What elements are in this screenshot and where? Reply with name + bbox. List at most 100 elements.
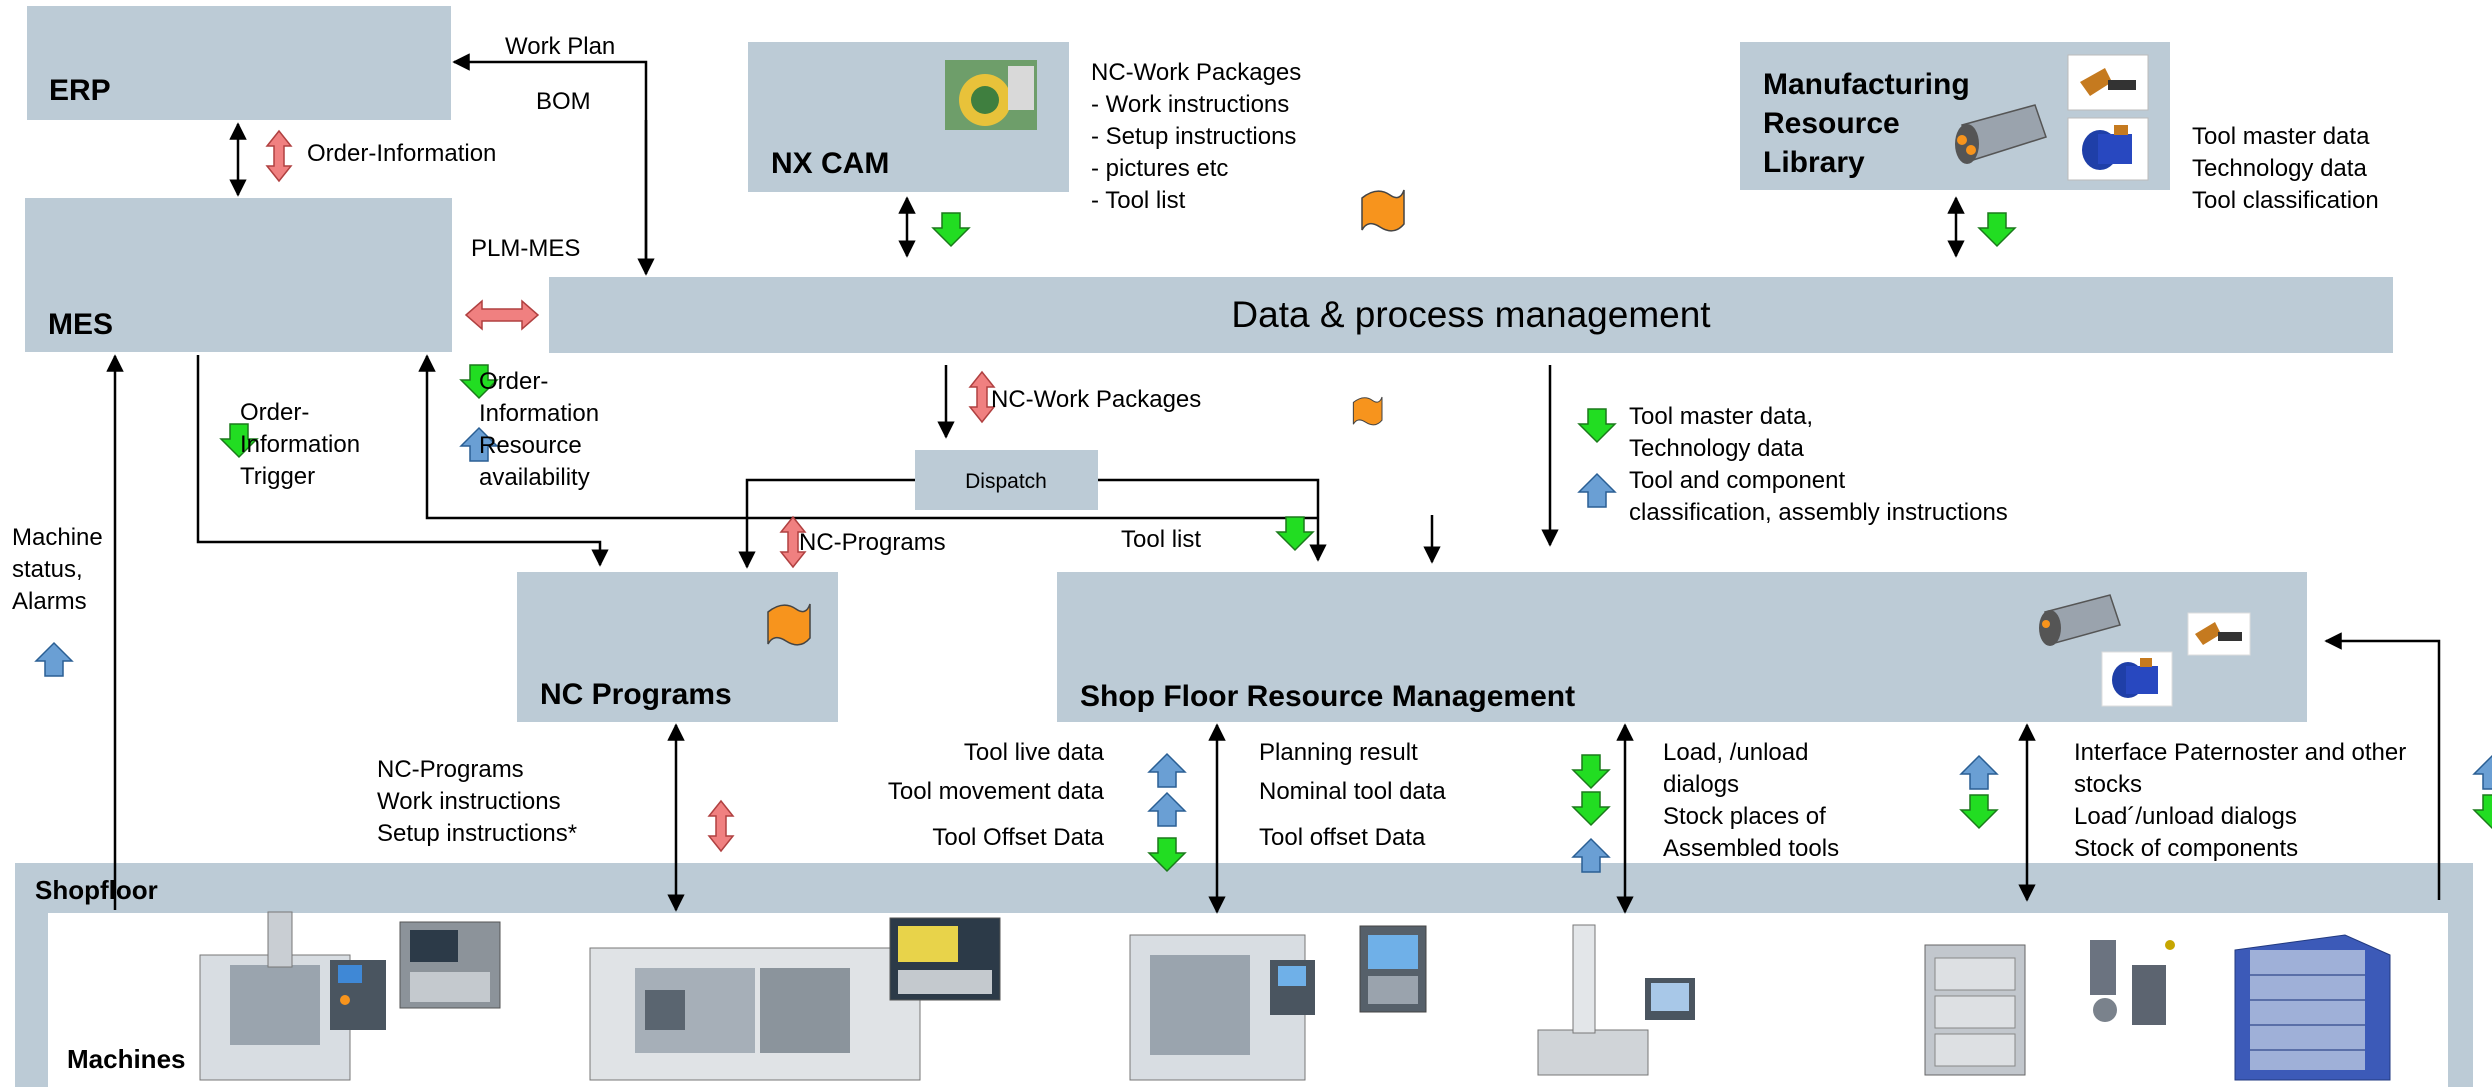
list-item: Tool master data, <box>1629 403 1813 430</box>
list-item: Resource <box>479 432 582 459</box>
load-dialog-green-arrow <box>1960 794 1998 829</box>
list-item: - pictures etc <box>1091 155 1228 182</box>
list-item: NC-Work Packages <box>1091 59 1301 86</box>
list-item: stocks <box>2074 771 2142 798</box>
order-information-label: Order-Information <box>307 140 496 167</box>
tool-holder-icon <box>2101 651 2173 707</box>
order-information-red-arrow <box>266 130 292 182</box>
nx-cam-title: NX CAM <box>771 147 889 180</box>
mes-trigger-label: Order- Information Trigger <box>240 399 360 490</box>
planning-result-green-arrow <box>1572 754 1610 789</box>
list-item: - Work instructions <box>1091 91 1289 118</box>
list-item: Planning result <box>1259 739 1418 766</box>
interface-blue-arrow <box>2473 755 2492 790</box>
work-package-small-icon <box>1352 396 1383 426</box>
erp-title: ERP <box>49 74 111 107</box>
lathe-machine-icon <box>589 917 1001 1081</box>
mrl-title-line2: Resource <box>1763 107 1900 140</box>
mes-feedback-label: Order- Information Resource availability <box>479 368 599 491</box>
nx-cam-green-arrow <box>932 212 970 247</box>
shop-floor-resource-management-title: Shop Floor Resource Management <box>1080 680 1575 713</box>
mrl-title-line3: Library <box>1763 146 1865 179</box>
list-item: Nominal tool data <box>1259 778 1446 805</box>
mes-title: MES <box>48 308 113 341</box>
list-item: Load, /unload <box>1663 739 1808 766</box>
list-item: Setup instructions* <box>377 820 577 847</box>
tool-list-label: Tool list <box>1121 526 1201 553</box>
tool-flows-labels: Tool live data Tool movement data Tool O… <box>888 739 1105 851</box>
plm-mes-red-arrow <box>465 300 539 330</box>
tool-movement-blue-arrow <box>1148 792 1186 827</box>
planning-flows-labels: Planning result Nominal tool data Tool o… <box>1259 739 1446 851</box>
list-item: classification, assembly instructions <box>1629 499 2008 526</box>
data-process-management-title: Data & process management <box>1231 294 1711 335</box>
milling-tool-icon <box>2039 594 2121 646</box>
dispatch-title: Dispatch <box>965 470 1047 493</box>
nc-work-packages-label: NC-Work Packages <box>991 386 1201 413</box>
list-item: Tool Offset Data <box>932 824 1104 851</box>
nc-programs-title: NC Programs <box>540 678 732 711</box>
list-item: Tool master data <box>2192 123 2370 150</box>
list-item: Order- <box>240 399 309 426</box>
data-process-management-bar <box>549 277 2393 353</box>
shopfloor-title: Shopfloor <box>35 875 158 905</box>
erp-box <box>27 6 451 120</box>
tool-master-green-arrow <box>1578 408 1616 443</box>
load-block-labels: Load, /unload dialogs Stock places of As… <box>1663 739 1839 862</box>
machining-center-icon <box>1129 934 1315 1081</box>
interface-block-labels: Interface Paternoster and other stocks L… <box>2074 739 2406 862</box>
list-item: Assembled tools <box>1663 835 1839 862</box>
list-item: Tool classification <box>2192 187 2379 214</box>
tool-assembly-icon <box>2090 940 2175 1025</box>
list-item: Alarms <box>12 588 87 615</box>
work-plan-label: Work Plan <box>505 33 615 60</box>
list-item: dialogs <box>1663 771 1739 798</box>
list-item: Interface Paternoster and other <box>2074 739 2406 766</box>
mrl-title-line1: Manufacturing <box>1763 68 1970 101</box>
load-dialog-blue-arrow <box>1960 755 1998 790</box>
list-item: Tool movement data <box>888 778 1105 805</box>
list-item: status, <box>12 556 83 583</box>
tool-insert-icon <box>2067 54 2149 111</box>
machines-title: Machines <box>67 1044 186 1074</box>
tool-cabinet-icon <box>1924 944 2026 1076</box>
list-item: Technology data <box>1629 435 1804 462</box>
mrl-data-list: Tool master data Technology data Tool cl… <box>2192 123 2379 214</box>
list-item: Stock of components <box>2074 835 2298 862</box>
tool-master-block: Tool master data, Technology data Tool a… <box>1629 403 2008 526</box>
connectors <box>106 53 2441 914</box>
list-item: Information <box>240 431 360 458</box>
dispatch-box <box>915 450 1098 510</box>
mrl-green-arrow <box>1978 212 2016 247</box>
nominal-tool-green-arrow <box>1572 791 1610 826</box>
list-item: NC-Programs <box>377 756 524 783</box>
interface-green-arrow <box>2473 794 2492 829</box>
list-item: - Setup instructions <box>1091 123 1296 150</box>
tool-live-data-blue-arrow <box>1148 753 1186 788</box>
list-item: Load´/unload dialogs <box>2074 803 2297 830</box>
cam-picture-icon <box>945 60 1037 130</box>
work-package-icon <box>1361 189 1405 232</box>
list-item: Tool and component <box>1629 467 1845 494</box>
tool-classification-blue-arrow <box>1578 473 1616 508</box>
plm-mes-label: PLM-MES <box>471 235 580 262</box>
list-item: availability <box>479 464 590 491</box>
shop-floor-resource-management-box <box>1057 572 2307 722</box>
cnc-control-panel-icon <box>1359 925 1427 1013</box>
list-item: Work instructions <box>377 788 561 815</box>
tool-holder-icon <box>2067 117 2149 181</box>
nx-cam-packages-list: NC-Work Packages - Work instructions - S… <box>1091 59 1301 214</box>
machine-status-blue-arrow <box>35 642 73 677</box>
bom-label: BOM <box>536 88 591 115</box>
list-item: Tool live data <box>964 739 1105 766</box>
nc-programs-box <box>517 572 838 722</box>
milling-tool-icon <box>1955 104 2047 164</box>
nc-programs-flow-label: NC-Programs <box>799 529 946 556</box>
tool-list-green-arrow <box>1276 516 1314 551</box>
paternoster-storage-icon <box>2234 934 2391 1081</box>
nc-block-label: NC-Programs Work instructions Setup inst… <box>377 756 577 847</box>
tool-presetter-icon <box>1537 924 1695 1076</box>
nc-shopfloor-red-arrow <box>708 800 734 852</box>
list-item: Stock places of <box>1663 803 1826 830</box>
